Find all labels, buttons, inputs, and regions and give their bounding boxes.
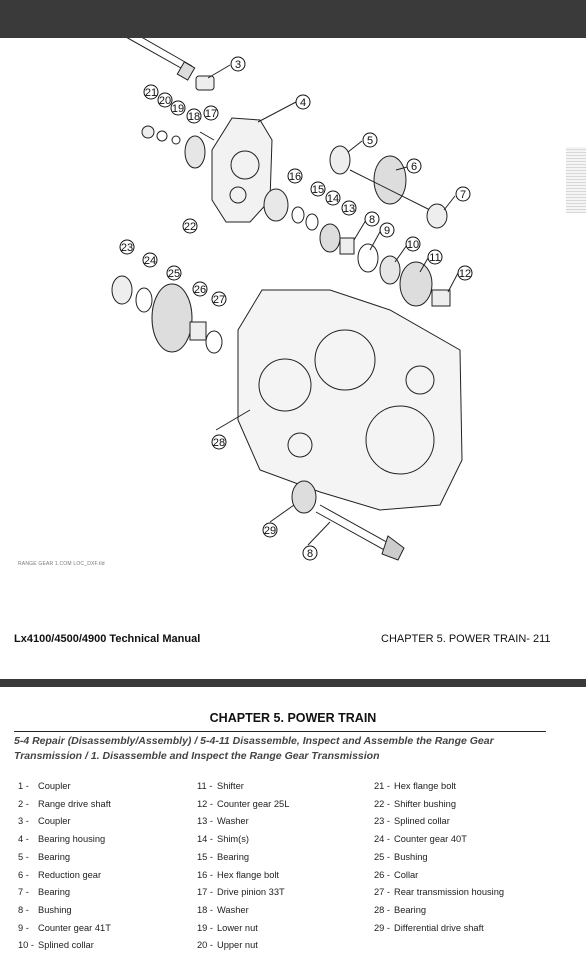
list-item: 11 -Shifter: [197, 781, 244, 791]
figure-caption: RANGE GEAR 1.COM LOC_DXF.tld: [18, 561, 105, 567]
bearing-housing-drawing: [211, 117, 273, 223]
callout-23: 23: [121, 242, 133, 254]
list-item: 15 -Bearing: [197, 851, 250, 862]
list-item: 5 -Bearing: [18, 851, 71, 862]
list-item: 13 -Washer: [197, 816, 249, 827]
list-item: 28 -Bearing: [374, 904, 427, 915]
top-toolbar-bar: [0, 0, 586, 38]
list-item: 16 -Hex flange bolt: [197, 869, 280, 880]
list-item: 1 -Coupler: [18, 781, 71, 791]
callout-labels: 2 3 4 5 6 7 8 9 10 11 12 13 14 15 16 17 …: [119, 13, 473, 561]
callout-19: 19: [172, 103, 184, 115]
list-item: 8 -Bushing: [18, 904, 72, 915]
page-separator: [0, 679, 586, 687]
callout-5: 5: [367, 135, 373, 147]
callout-20: 20: [159, 95, 171, 107]
list-item: 20 -Upper nut: [197, 940, 258, 951]
manual-title: Lx4100/4500/4900 Technical Manual: [14, 633, 201, 645]
exploded-view-diagram: 2 3 4 5 6 7 8 9 10 11 12 13 14 15 16 17 …: [77, 2, 473, 561]
callout-24: 24: [144, 255, 156, 267]
callout-10: 10: [407, 239, 419, 251]
list-item: 3 -Coupler: [18, 816, 71, 827]
section-breadcrumb: 5-4 Repair (Disassembly/Assembly) / 5-4-…: [14, 734, 554, 764]
callout-12: 12: [459, 268, 471, 280]
callout-27: 27: [213, 294, 225, 306]
callout-22: 22: [184, 221, 196, 233]
callout-4: 4: [300, 97, 306, 109]
list-item: 9 -Counter gear 41T: [18, 922, 111, 933]
list-item: 29 -Differential drive shaft: [374, 922, 484, 933]
callout-6: 6: [411, 161, 417, 173]
list-item: 2 -Range drive shaft: [18, 798, 111, 809]
callout-16: 16: [289, 171, 301, 183]
callout-25: 25: [168, 268, 180, 280]
rear-transmission-housing-drawing: [237, 289, 463, 511]
callout-29: 29: [264, 525, 276, 537]
callout-28: 28: [213, 437, 225, 449]
callout-14: 14: [327, 193, 339, 205]
page-edge-marker: [566, 147, 586, 213]
callout-21: 21: [145, 87, 157, 99]
list-item: 17 -Drive pinion 33T: [197, 887, 285, 898]
breadcrumb-line-2: Transmission / 1. Disassemble and Inspec…: [14, 750, 380, 762]
callout-30: 8: [307, 548, 313, 560]
callout-26: 26: [194, 284, 206, 296]
breadcrumb-line-1: 5-4 Repair (Disassembly/Assembly) / 5-4-…: [14, 735, 494, 747]
list-item: 18 -Washer: [197, 904, 249, 915]
coupler-drawing: [195, 75, 215, 91]
list-item: 22 -Shifter bushing: [374, 798, 457, 809]
list-item: 12 -Counter gear 25L: [197, 798, 290, 809]
callout-15: 15: [312, 184, 324, 196]
list-item: 14 -Shim(s): [197, 834, 250, 845]
callout-3: 3: [235, 59, 241, 71]
list-item: 10 -Splined collar: [18, 940, 94, 951]
list-item: 6 -Reduction gear: [18, 869, 102, 880]
list-item: 27 -Rear transmission housing: [374, 887, 505, 898]
page-chapter-label: CHAPTER 5. POWER TRAIN- 211: [381, 633, 551, 645]
list-item: 21 -Hex flange bolt: [374, 781, 457, 791]
callout-7: 7: [460, 189, 466, 201]
list-item: 4 -Bearing housing: [18, 834, 106, 845]
callout-8: 8: [369, 214, 375, 226]
callout-13: 13: [343, 203, 355, 215]
list-item: 19 -Lower nut: [197, 922, 258, 933]
list-item: 7 -Bearing: [18, 887, 71, 898]
title-divider: [14, 731, 546, 732]
chapter-title: CHAPTER 5. POWER TRAIN: [209, 711, 377, 725]
list-item: 25 -Bushing: [374, 851, 428, 862]
callout-11: 11: [429, 252, 440, 264]
callout-18: 18: [188, 111, 200, 123]
list-item: 23 -Splined collar: [374, 816, 450, 827]
list-item: 24 -Counter gear 40T: [374, 834, 467, 845]
callout-9: 9: [384, 225, 390, 237]
list-item: 26 -Collar: [374, 869, 419, 880]
callout-17: 17: [205, 108, 217, 120]
